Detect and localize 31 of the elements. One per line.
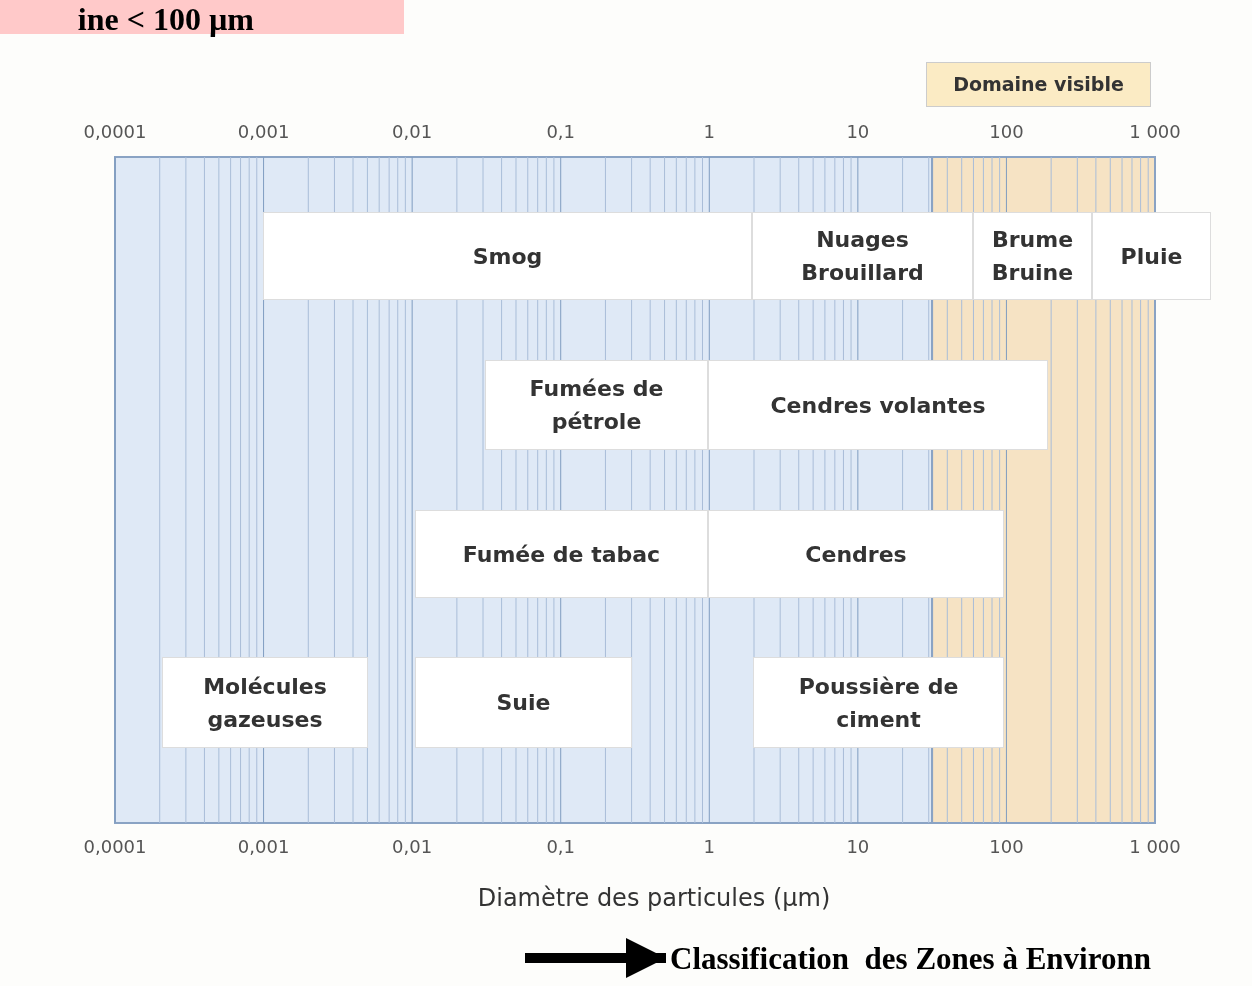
axis-tick-label: 0,1 [546, 836, 575, 857]
axis-tick-label: 0,01 [392, 121, 433, 142]
range-box: Fumée de tabac [415, 510, 708, 598]
axis-tick-label: 0,0001 [83, 836, 147, 857]
axis-title: Diamètre des particules (µm) [477, 884, 831, 912]
axis-tick-label: 0,01 [392, 836, 433, 857]
range-box: Molécules gazeuses [162, 657, 368, 748]
axis-tick-label: 10 [846, 836, 870, 857]
legend-box: Domaine visible [926, 62, 1151, 107]
range-box: Nuages Brouillard [752, 212, 973, 300]
axis-tick-label: 100 [989, 836, 1024, 857]
axis-tick-label: 0,001 [237, 121, 290, 142]
range-box: Smog [263, 212, 752, 300]
axis-tick-label: 100 [989, 121, 1024, 142]
axis-tick-label: 1 [703, 121, 715, 142]
axis-tick-label: 0,1 [546, 121, 575, 142]
range-box: Cendres volantes [708, 360, 1048, 450]
range-box: Poussière de ciment [753, 657, 1004, 748]
range-box: Cendres [708, 510, 1004, 598]
range-box: Brume Bruine [973, 212, 1092, 300]
axis-tick-label: 1 000 [1129, 121, 1181, 142]
axis-tick-label: 1 [703, 836, 715, 857]
range-box: Suie [415, 657, 632, 748]
range-box: Pluie [1092, 212, 1211, 300]
axis-tick-label: 0,001 [237, 836, 290, 857]
axis-tick-label: 10 [846, 121, 870, 142]
axis-tick-label: 0,0001 [83, 121, 147, 142]
axis-tick-label: 1 000 [1129, 836, 1181, 857]
arrow [525, 938, 666, 978]
range-box: Fumées de pétrole [485, 360, 708, 450]
heading-text: Classification des Zones à Environn [670, 936, 1252, 980]
